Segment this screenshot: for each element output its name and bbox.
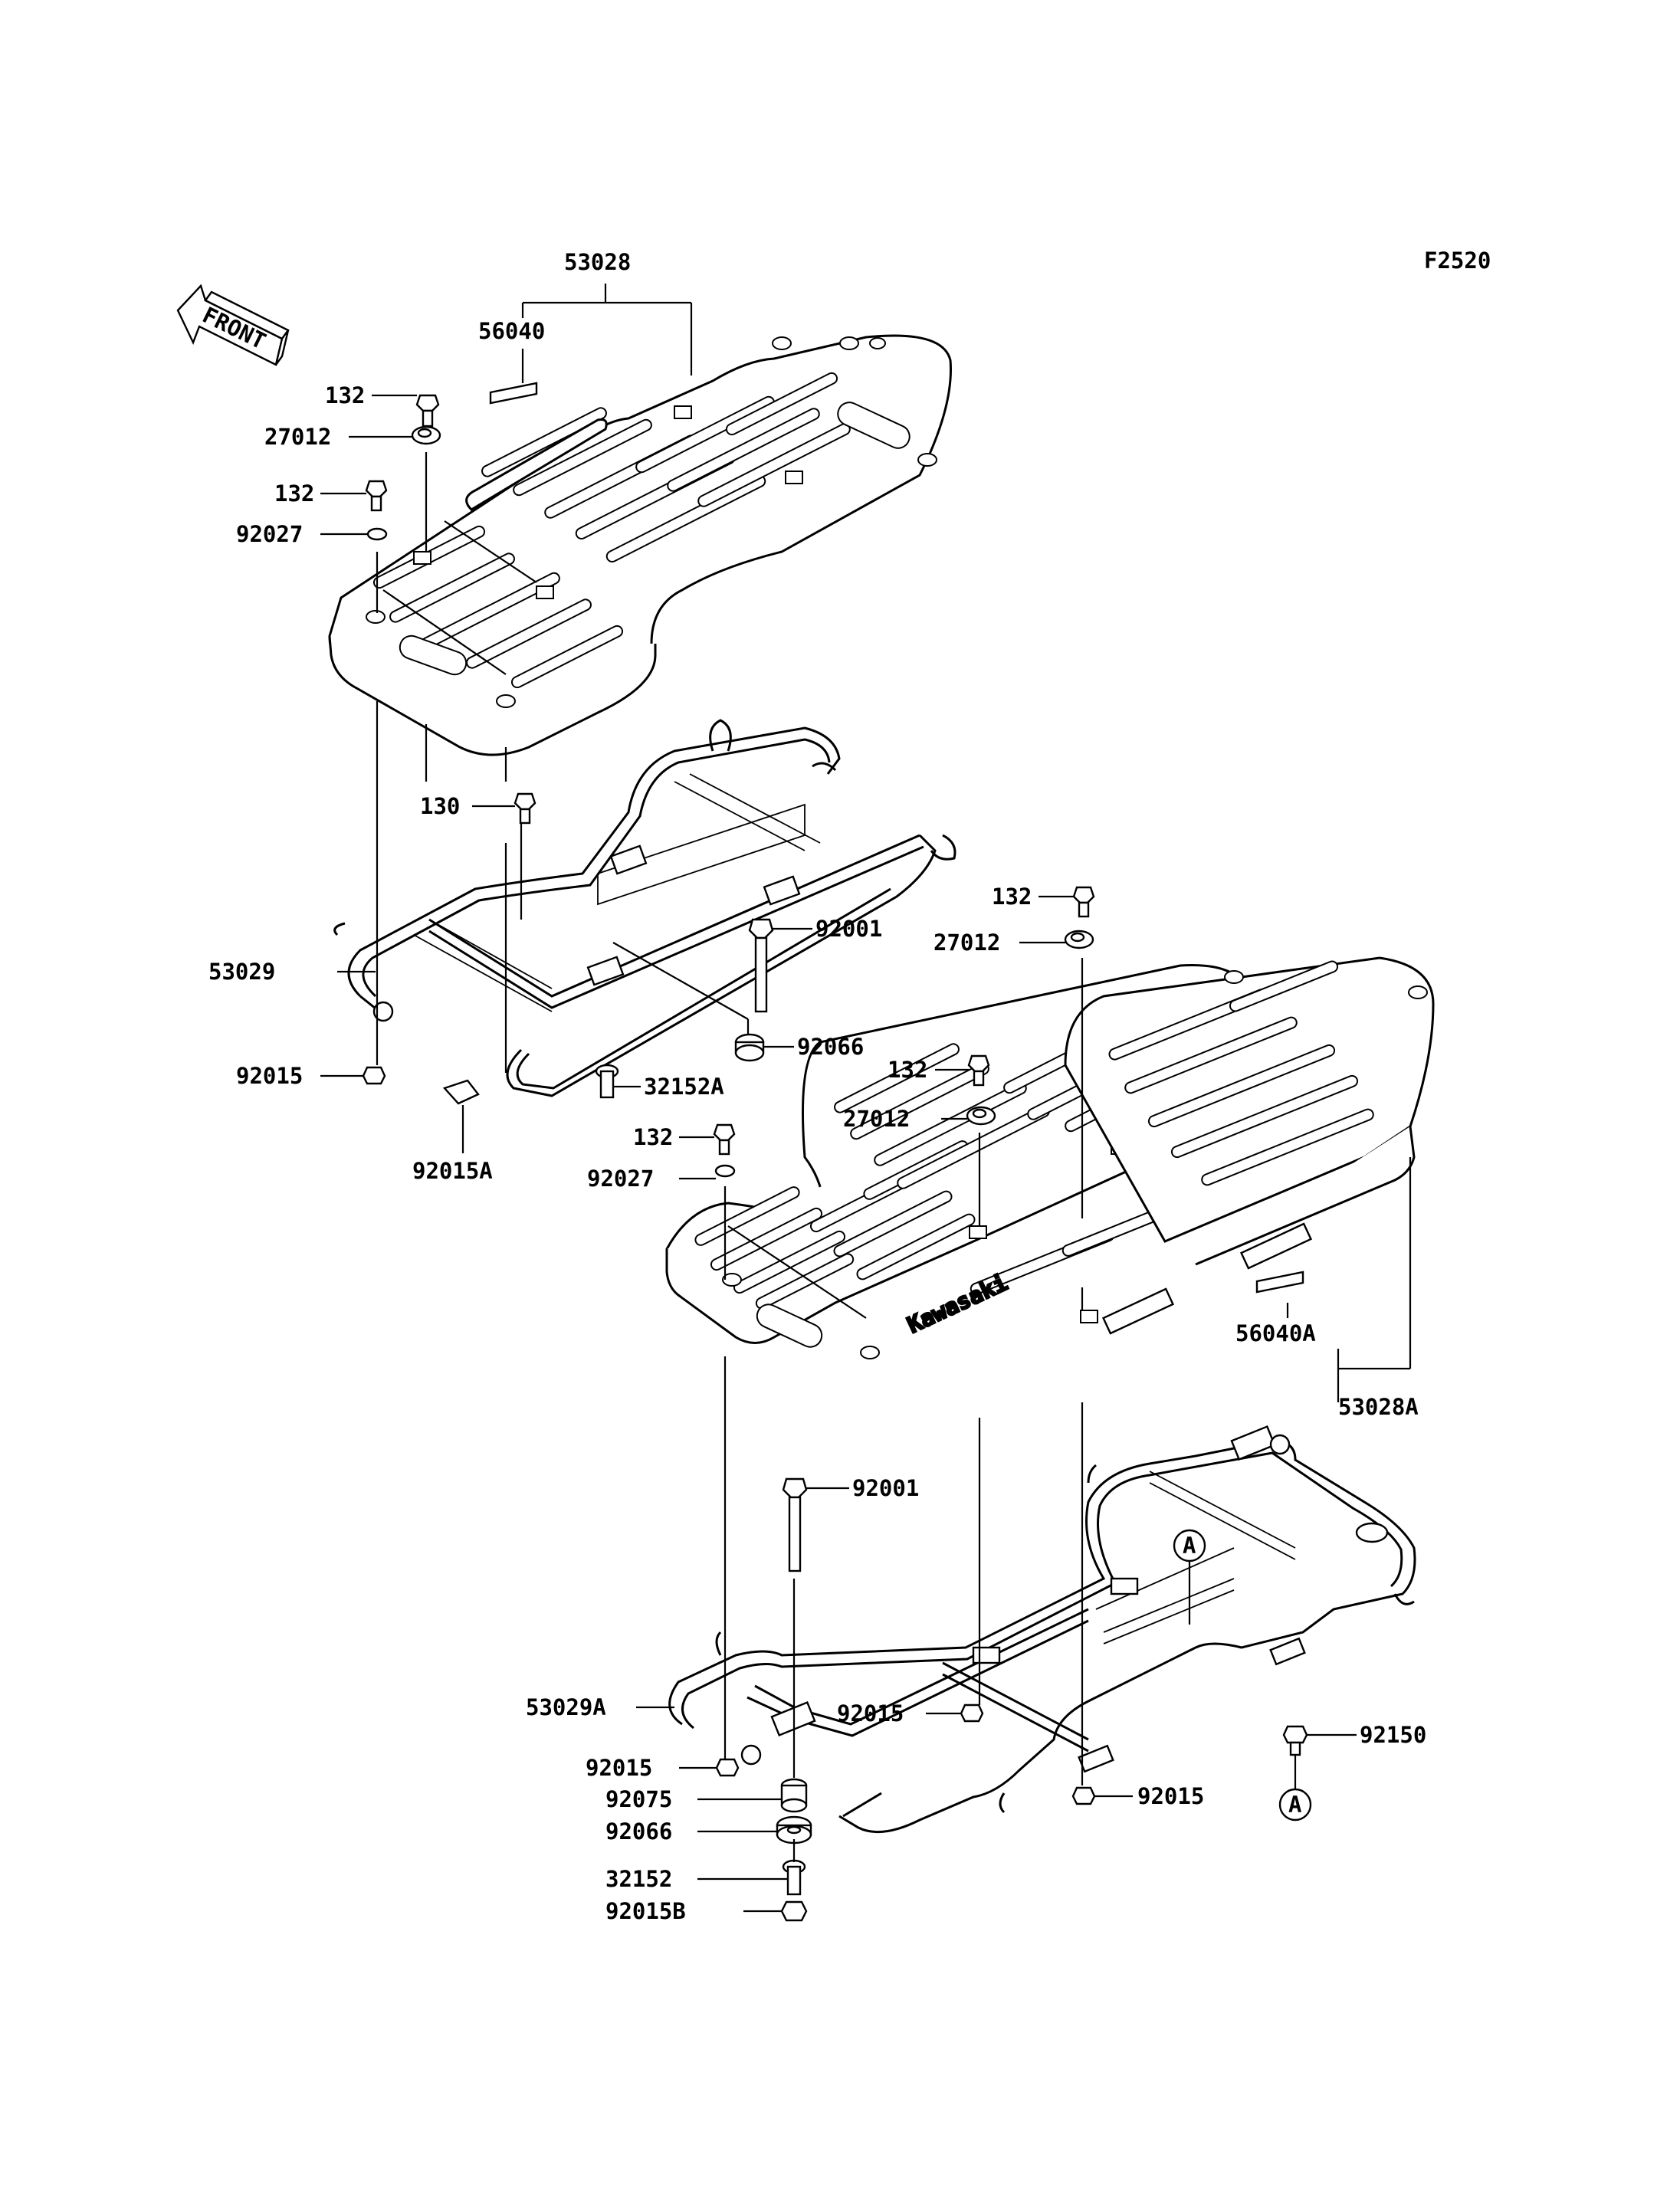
label-92015A: 92015A <box>412 1158 493 1184</box>
nut-92015B-icon <box>780 1900 808 1922</box>
collar-92066-1-icon <box>734 1033 765 1062</box>
label-92015-4: 92015 <box>1137 1783 1204 1809</box>
label-92015-1: 92015 <box>236 1063 303 1089</box>
figure-code: F2520 <box>1424 248 1491 274</box>
decal-56040A-icon <box>1255 1271 1304 1294</box>
label-130: 130 <box>420 793 460 819</box>
label-53028: 53028 <box>564 249 631 275</box>
nut-92015-1-icon <box>362 1066 386 1085</box>
bolt-132-1-icon <box>415 394 440 428</box>
bolt-130-icon <box>514 792 536 825</box>
clip-27012-2-icon <box>1064 930 1094 949</box>
washer-92027-1-icon <box>366 527 388 541</box>
collar-32152A-icon <box>595 1064 619 1099</box>
label-92015B: 92015B <box>605 1898 686 1924</box>
spacer-92075-icon <box>780 1778 808 1813</box>
label-92075: 92075 <box>605 1786 672 1812</box>
label-132-4: 132 <box>888 1057 927 1083</box>
label-92150: 92150 <box>1360 1722 1426 1748</box>
label-132-2: 132 <box>274 480 314 507</box>
label-56040A: 56040A <box>1235 1320 1316 1346</box>
label-27012-1: 27012 <box>264 424 331 450</box>
clip-27012-1-icon <box>411 425 441 445</box>
rear-rack-53028 <box>328 334 952 756</box>
bolt-132-4-icon <box>967 1054 990 1087</box>
decal-56040-icon <box>489 382 538 405</box>
label-132-5: 132 <box>633 1124 673 1150</box>
label-56040: 56040 <box>478 318 545 344</box>
label-53028A: 53028A <box>1338 1394 1419 1420</box>
washer-92027-2-icon <box>714 1164 736 1178</box>
label-32152: 32152 <box>605 1866 672 1892</box>
leader-lines <box>320 284 1412 1913</box>
label-132-1: 132 <box>325 382 365 408</box>
bolt-92001-1-icon <box>748 918 774 1013</box>
collar-92066-2-icon <box>776 1815 812 1844</box>
label-92001-1: 92001 <box>815 916 882 942</box>
bolt-92001-2-icon <box>782 1477 808 1572</box>
part-labels: 53028 56040 132 27012 132 92027 130 5302… <box>208 249 1426 1924</box>
front-rack-53028A: Kawasaki <box>665 956 1435 1359</box>
label-27012-2: 27012 <box>934 930 1000 956</box>
rear-rack-holes <box>366 336 937 708</box>
bolt-92150-icon <box>1282 1725 1308 1756</box>
label-53029: 53029 <box>208 959 275 985</box>
bolt-132-2-icon <box>365 480 388 512</box>
label-27012-3: 27012 <box>843 1106 910 1132</box>
label-92027-2: 92027 <box>587 1166 654 1192</box>
label-92001-2: 92001 <box>852 1475 919 1501</box>
nut-92015-4-icon <box>1071 1786 1096 1805</box>
front-carrier-53029A <box>668 1425 1416 1834</box>
clip-92015A-icon <box>442 1079 480 1105</box>
label-32152A: 32152A <box>644 1074 724 1100</box>
rear-carrier-53029 <box>333 719 956 1097</box>
label-92015-2: 92015 <box>837 1700 904 1726</box>
front-arrow-icon: FRONT <box>176 284 290 366</box>
bolt-132-5-icon <box>713 1123 736 1156</box>
label-92027-1: 92027 <box>236 521 303 547</box>
nut-92015-2-icon <box>960 1703 984 1723</box>
nut-92015-3-icon <box>715 1758 740 1777</box>
label-92015-3: 92015 <box>586 1755 652 1781</box>
rear-rack-slots <box>372 372 911 689</box>
label-92066-2: 92066 <box>605 1818 672 1844</box>
ref-a-top-label: A <box>1183 1533 1196 1559</box>
ref-a-bottom-label: A <box>1288 1792 1301 1818</box>
collar-32152-icon <box>782 1859 806 1896</box>
clip-27012-3-icon <box>966 1106 996 1126</box>
label-132-3: 132 <box>992 884 1032 910</box>
label-53029A: 53029A <box>526 1694 606 1720</box>
label-92066-1: 92066 <box>797 1034 864 1060</box>
brand-kawasaki: Kawasaki <box>904 1269 1012 1338</box>
bolt-132-3-icon <box>1072 886 1095 918</box>
